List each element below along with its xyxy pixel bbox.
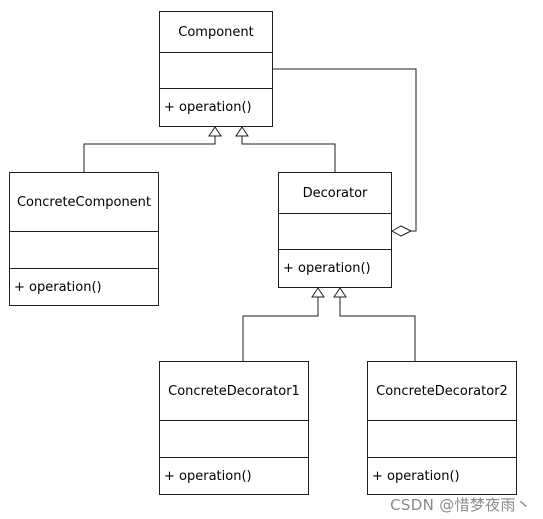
watermark: CSDN @惜梦夜雨丶 (390, 496, 531, 514)
generalization-arrowhead (208, 126, 222, 137)
aggregation-diamond (390, 225, 413, 237)
class-component: Component + operation() (159, 11, 273, 127)
operations-compartment: + operation() (283, 261, 371, 276)
class-name: Component (160, 12, 272, 53)
generalization-line-concrete-component (83, 136, 216, 172)
attributes-compartment (160, 53, 272, 89)
generalization-arrowhead (311, 287, 325, 298)
class-name: Decorator (279, 173, 391, 214)
attributes-compartment (160, 421, 308, 458)
generalization-line-concrete-decorator-1 (242, 297, 319, 361)
class-decorator: Decorator + operation() (278, 172, 392, 288)
attributes-compartment (279, 214, 391, 250)
operations-compartment: + operation() (372, 468, 460, 484)
generalization-line-decorator (241, 136, 336, 172)
class-name: ConcreteDecorator2 (368, 362, 516, 421)
class-concrete-component: ConcreteComponent + operation() (9, 172, 159, 306)
generalization-arrowhead (235, 126, 249, 137)
class-concrete-decorator-1: ConcreteDecorator1 + operation() (159, 361, 309, 495)
class-concrete-decorator-2: ConcreteDecorator2 + operation() (367, 361, 517, 495)
class-name: ConcreteComponent (10, 173, 158, 232)
operations-compartment: + operation() (164, 100, 252, 115)
aggregation-line-decorator-component (273, 68, 417, 232)
class-name: ConcreteDecorator1 (160, 362, 308, 421)
generalization-line-concrete-decorator-2 (339, 297, 416, 361)
operations-compartment: + operation() (164, 468, 252, 484)
generalization-arrowhead (333, 287, 347, 298)
attributes-compartment (368, 421, 516, 458)
operations-compartment: + operation() (14, 279, 102, 295)
attributes-compartment (10, 232, 158, 269)
